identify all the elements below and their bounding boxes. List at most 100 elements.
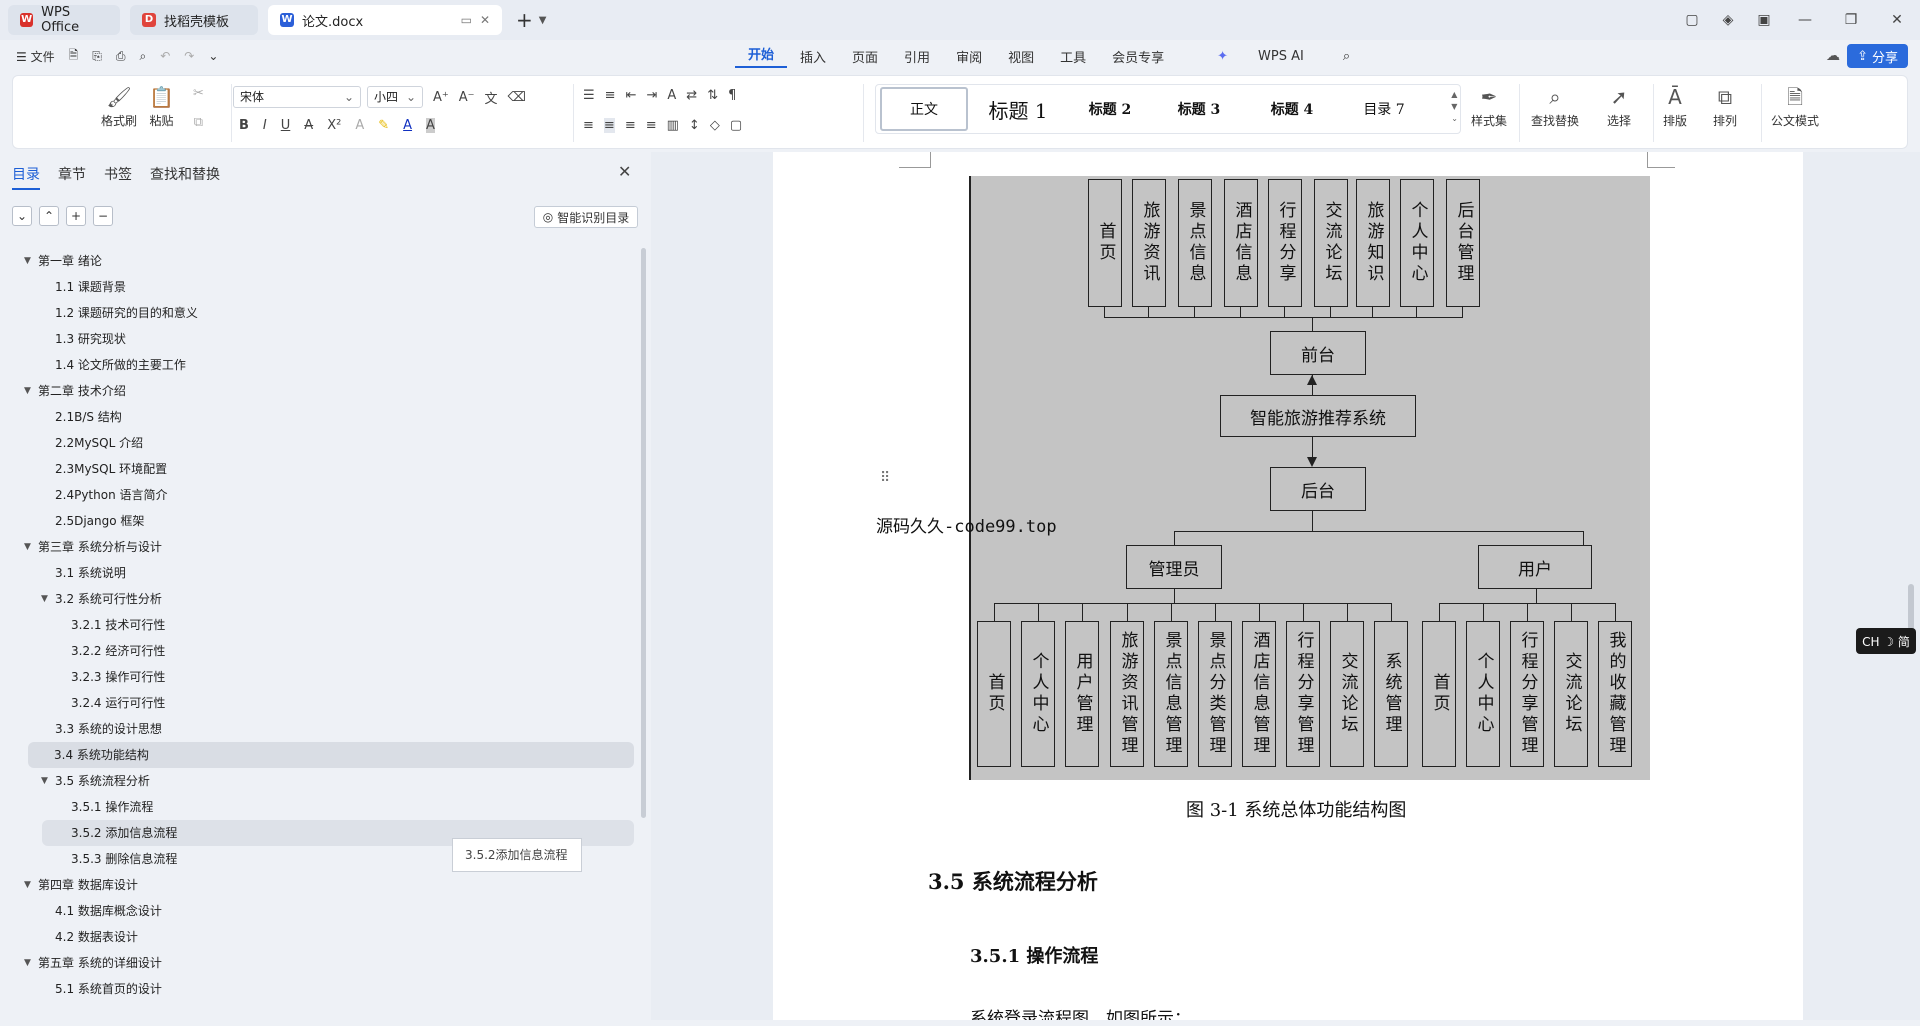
clear-format-icon[interactable]: ⌫ <box>507 90 526 105</box>
layout-button[interactable]: Ā 排版 <box>1663 82 1687 129</box>
toc-item[interactable]: 5.1 系统首页的设计 <box>0 976 640 1002</box>
chinese-layout-icon[interactable]: ⇄ <box>686 88 698 103</box>
collapse-all-icon[interactable]: ⌄ <box>12 206 32 226</box>
line-spacing-icon[interactable]: ↕ <box>688 118 700 133</box>
align-center-icon[interactable]: ≡ <box>603 118 615 133</box>
tab-thesis-docx[interactable]: W 论文.docx ▭ ✕ <box>268 5 502 35</box>
decrease-indent-icon[interactable]: ⇤ <box>625 88 637 103</box>
toc-item[interactable]: 4.2 数据表设计 <box>0 924 640 950</box>
toc-item[interactable]: ▼第一章 绪论 <box>0 248 640 274</box>
toc-item[interactable]: 3.3 系统的设计思想 <box>0 716 640 742</box>
toc-item[interactable]: 2.2MySQL 介绍 <box>0 430 640 456</box>
avatar[interactable]: ▣ <box>1757 12 1771 28</box>
expand-arrow-icon[interactable]: ▼ <box>24 958 31 968</box>
style-heading-4[interactable]: 标题 4 <box>1270 102 1314 118</box>
highlight-icon[interactable]: ✎ <box>378 118 390 133</box>
document-scrollbar[interactable] <box>1908 584 1914 630</box>
window-layout-icon[interactable]: ▢ <box>1685 12 1699 28</box>
nav-tab-find-replace[interactable]: 查找和替换 <box>150 167 220 183</box>
minimize-icon[interactable]: — <box>1798 12 1812 28</box>
paste-button[interactable]: 📋 粘贴 <box>149 82 174 129</box>
wps-ai-button[interactable]: ✦WPS AI <box>1191 49 1330 64</box>
menu-tab-home[interactable]: 开始 <box>735 44 788 68</box>
toc-item[interactable]: 1.1 课题背景 <box>0 274 640 300</box>
justify-icon[interactable]: ≡ <box>645 118 657 133</box>
toc-item[interactable]: 2.3MySQL 环境配置 <box>0 456 640 482</box>
distribute-icon[interactable]: ▥ <box>666 118 679 133</box>
font-name-select[interactable]: 宋体⌄ <box>233 86 361 108</box>
restore-icon[interactable]: ❐ <box>1844 12 1858 28</box>
ime-indicator[interactable]: CH ☽ 简 <box>1856 628 1916 654</box>
drag-handle-icon[interactable]: ⠿ <box>880 470 891 486</box>
style-toc-7[interactable]: 目录 7 <box>1363 102 1405 118</box>
toc-item[interactable]: 2.4Python 语言简介 <box>0 482 640 508</box>
search-icon[interactable]: ⌕ <box>1342 48 1351 64</box>
expand-arrow-icon[interactable]: ▼ <box>24 386 31 396</box>
find-replace-button[interactable]: ⌕ 查找替换 <box>1531 82 1579 129</box>
toc-item[interactable]: 1.4 论文所做的主要工作 <box>0 352 640 378</box>
style-heading-1[interactable]: 标题 1 <box>988 98 1048 123</box>
style-normal[interactable]: 正文 <box>880 87 968 131</box>
bold-icon[interactable]: B <box>239 118 249 133</box>
select-button[interactable]: ➚ 选择 <box>1607 82 1631 129</box>
align-left-icon[interactable]: ≡ <box>583 118 594 133</box>
nav-scrollbar[interactable] <box>641 248 646 818</box>
style-heading-3[interactable]: 标题 3 <box>1177 102 1221 118</box>
close-icon[interactable]: ✕ <box>618 162 632 181</box>
font-color-icon[interactable]: A <box>403 118 413 133</box>
toc-item-hovered[interactable]: 3.5.2 添加信息流程 <box>42 820 634 846</box>
border-icon[interactable]: ▢ <box>729 118 743 133</box>
official-mode-button[interactable]: 🗎 公文模式 <box>1771 82 1819 129</box>
toc-item[interactable]: 2.5Django 框架 <box>0 508 640 534</box>
font-size-select[interactable]: 小四⌄ <box>367 86 423 108</box>
tab-wps-office[interactable]: W WPS Office <box>8 5 120 35</box>
toc-item[interactable]: ▼第五章 系统的详细设计 <box>0 950 640 976</box>
tab-close-icon[interactable]: ✕ <box>479 13 490 27</box>
redo-icon[interactable]: ↷ <box>184 49 195 63</box>
undo-icon[interactable]: ↶ <box>160 49 171 63</box>
print-icon[interactable]: ⎙ <box>115 48 126 63</box>
toc-item[interactable]: 3.2.4 运行可行性 <box>0 690 640 716</box>
save-icon[interactable]: 🗎 <box>68 47 79 62</box>
format-painter-button[interactable]: 🖌 格式刷 <box>101 82 137 129</box>
cloud-upload-icon[interactable]: ☁ <box>1826 48 1840 64</box>
grow-font-icon[interactable]: A⁺ <box>433 90 449 105</box>
numbered-list-icon[interactable]: ≡ <box>604 88 616 103</box>
chevron-down-icon[interactable]: ▼ <box>538 14 547 26</box>
new-tab-icon[interactable]: + <box>516 8 533 32</box>
text-direction-icon[interactable]: A <box>667 88 677 103</box>
toc-item[interactable]: ▼3.5 系统流程分析 <box>0 768 640 794</box>
toc-item[interactable]: 3.2.3 操作可行性 <box>0 664 640 690</box>
remove-heading-icon[interactable]: − <box>93 206 113 226</box>
cut-icon[interactable]: ✂ <box>193 86 204 101</box>
file-menu[interactable]: ☰ 文件 <box>16 49 55 64</box>
show-marks-icon[interactable]: ¶ <box>728 88 737 103</box>
italic-icon[interactable]: I <box>262 118 267 133</box>
menu-tab-tools[interactable]: 工具 <box>1060 50 1087 66</box>
expand-arrow-icon[interactable]: ▼ <box>24 542 31 552</box>
expand-up-icon[interactable]: ⌃ <box>39 206 59 226</box>
toc-item[interactable]: ▼3.2 系统可行性分析 <box>0 586 640 612</box>
superscript-icon[interactable]: X² <box>327 118 342 133</box>
toc-item[interactable]: 2.1B/S 结构 <box>0 404 640 430</box>
toc-item[interactable]: 3.5.3 删除信息流程 <box>0 846 640 872</box>
smart-toc-button[interactable]: ◎智能识别目录 <box>534 206 638 228</box>
increase-indent-icon[interactable]: ⇥ <box>646 88 658 103</box>
style-heading-2[interactable]: 标题 2 <box>1088 102 1132 118</box>
tab-screen-icon[interactable]: ▭ <box>460 13 472 27</box>
sort-icon[interactable]: ⇅ <box>707 88 719 103</box>
expand-arrow-icon[interactable]: ▼ <box>24 880 31 890</box>
menu-tab-insert[interactable]: 插入 <box>800 50 827 66</box>
share-button[interactable]: ⇪分享 <box>1847 44 1908 68</box>
text-effect-icon[interactable]: A <box>355 118 365 133</box>
toc-item[interactable]: 1.3 研究现状 <box>0 326 640 352</box>
menu-tab-page[interactable]: 页面 <box>852 50 879 66</box>
strikethrough-icon[interactable]: A <box>304 118 314 133</box>
customize-chevron-icon[interactable]: ⌄ <box>208 49 219 63</box>
nav-tab-chapter[interactable]: 章节 <box>58 167 86 183</box>
toc-item-current[interactable]: 3.4 系统功能结构 <box>28 742 634 768</box>
toc-item[interactable]: 3.2.2 经济可行性 <box>0 638 640 664</box>
expand-arrow-icon[interactable]: ▼ <box>24 256 31 266</box>
copy-icon[interactable]: ⧉ <box>193 115 204 130</box>
toc-item[interactable]: 3.1 系统说明 <box>0 560 640 586</box>
